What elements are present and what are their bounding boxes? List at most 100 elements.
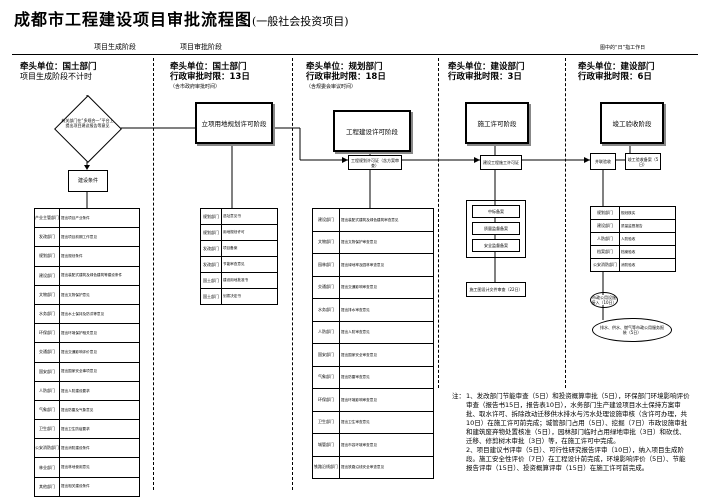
dept-row: 水务部门提出水土保持及防洪等意见	[35, 304, 139, 325]
note-2: 2、项目建议书评审（5日）、可行性研究报告评审（10日），纳入项目生成阶段。施工…	[466, 446, 686, 472]
dept-task: 项目备案	[223, 246, 238, 251]
dept-task: 提出环境保护相关意见	[61, 330, 97, 335]
dept-task: 节能审查意见	[223, 262, 245, 267]
column-head-5: 牵头单位：建设部门 行政审批时限：6日	[578, 62, 655, 82]
dept-row: 规划部门规划核实	[591, 207, 675, 220]
dept-task: 提出国家安全事项意见	[61, 369, 97, 374]
dept-row: 国安部门提出国家安全事项意见	[35, 362, 139, 382]
dept-row: 国土部门建设用地批准书	[201, 273, 277, 289]
dept-row: 气象部门提出防雷审查意见	[313, 366, 433, 389]
dept-row: 交通部门提出交通影响审查意见	[313, 276, 433, 299]
planning-permit-box: 工程规划许可证（含方案审查）	[348, 155, 402, 170]
column-divider-2	[292, 58, 293, 490]
dept-task: 提出规划条件	[61, 254, 83, 259]
dept-name: 产业主管部门	[35, 209, 60, 228]
dept-row: 档案部门档案验收	[591, 246, 675, 259]
dept-row: 公安消防部门提出消防建设条件	[35, 439, 139, 459]
dept-task: 提出装配式建筑及绿色建筑等建设条件	[61, 273, 123, 278]
dept-row: 环保部门提出环境影响审查意见	[313, 389, 433, 412]
column-head-4: 牵头单位：建设部门 行政审批时限：3日	[448, 62, 525, 82]
notes-label: 注：	[452, 392, 465, 400]
dept-name: 国安部门	[313, 344, 340, 366]
dept-task: 提出国家安全审查意见	[341, 352, 377, 357]
dept-task: 提出防雷及气象意见	[61, 407, 94, 412]
dept-row: 规划部门用地规划许可	[201, 225, 277, 241]
column-2-lead: 牵头单位：国土部门	[170, 62, 247, 72]
dept-task: 提出交通影响评价意见	[61, 350, 97, 355]
dept-task: 提出卫生审查意见	[341, 420, 370, 424]
stage-box-completion: 竣工验收阶段	[600, 102, 664, 144]
dept-task: 用地规划许可	[223, 230, 245, 235]
dept-row: 文物部门提出文物保护审查意见	[313, 231, 433, 254]
column-head-2: 牵头单位：国土部门 行政审批时限：13日 （含市政府审批时间）	[170, 62, 250, 92]
dept-name: 水务部门	[313, 299, 340, 321]
title-main: 成都市工程建设项目审批流程图	[14, 10, 253, 29]
dept-name: 发改部门	[35, 228, 60, 247]
dept-task: 划拨决定书	[223, 294, 241, 299]
dept-name: 国土部门	[201, 289, 222, 304]
workday-note: 图中的“日”指工作日	[600, 45, 646, 51]
dept-name: 规划部门	[201, 225, 222, 240]
dept-row: 卫生部门提出卫生防疫要求	[35, 420, 139, 440]
header-rule	[12, 54, 698, 55]
dept-name: 环保部门	[313, 389, 340, 411]
quality-filing-box: 质量监督备案	[472, 222, 520, 235]
dept-task: 提出项目产业条件	[61, 215, 90, 220]
column-2-dept-table: 规划部门选址意见书规划部门用地规划许可发改部门项目备案发改部门节能审查意见国土部…	[200, 208, 278, 305]
dept-task: 提出装配式建筑及绿色建筑审查意见	[341, 217, 399, 222]
dept-name: 其他部门	[35, 477, 60, 496]
dept-name: 规划部门	[591, 207, 620, 219]
dept-task: 消防验收	[621, 262, 636, 267]
stage-label-approval: 项目审批阶段	[180, 43, 222, 51]
column-1-limit: 项目生成阶段不计时	[20, 72, 92, 81]
dept-task: 提出市容环境审查意见	[341, 442, 377, 447]
dept-task: 提出卫生防疫要求	[61, 426, 90, 431]
utility-service-oval: 排水、供水、燃气等市政公用服务报装（5日）	[592, 318, 672, 342]
dept-name: 规划部门	[35, 247, 60, 266]
dept-task: 提出相关建设条件	[61, 484, 90, 489]
safety-filing-box: 安全监督备案	[472, 239, 520, 252]
dept-name: 公安消防部门	[591, 259, 620, 271]
column-4-limit: 行政审批时限：3日	[448, 72, 522, 82]
filing-group	[466, 200, 526, 258]
column-head-3: 牵头单位：规划部门 行政审批时限：18日 （含规委会审议时间）	[306, 62, 386, 92]
column-3-extra: （含规委会审议时间）	[306, 84, 357, 90]
dept-row: 城管部门提出市容环境审查意见	[313, 434, 433, 457]
dept-name: 园林部门	[313, 254, 340, 276]
column-2-limit: 行政审批时限：13日	[170, 72, 250, 82]
dept-name: 气象部门	[313, 366, 340, 388]
dept-row: 环保部门提出环境保护相关意见	[35, 324, 139, 344]
note-1: 1、发改部门节能审查（5日）和投资概算审批（5日），环保部门环境影响评价审查（报…	[466, 392, 690, 445]
dept-name: 林业部门	[35, 458, 60, 477]
dept-task: 提出项目前期工作意见	[61, 235, 97, 240]
dept-task: 质量监督报告	[621, 223, 643, 228]
completion-filing-box: 竣工验收备案（5日）	[625, 153, 661, 170]
dept-name: 建设部门	[313, 209, 340, 231]
column-divider-4	[565, 58, 566, 388]
dept-name: 发改部门	[201, 257, 222, 272]
dept-task: 提出文物保护意见	[61, 292, 90, 297]
drawing-review-box: 施工图设计文件审查（22日）	[466, 282, 526, 297]
dept-row: 国土部门划拨决定书	[201, 289, 277, 304]
dept-name: 气象部门	[35, 400, 60, 420]
dept-row: 园林部门提出绿地率及园林审查意见	[313, 254, 433, 277]
notes-block: 注： 1、发改部门节能审查（5日）和投资概算审批（5日），环保部门环境影响评价审…	[452, 392, 692, 473]
dept-name: 环保部门	[35, 324, 60, 343]
joint-acceptance-box: 并联验收	[590, 153, 616, 170]
bid-filing-box: 中标备案	[472, 205, 520, 218]
dept-name: 国土部门	[201, 273, 222, 288]
dept-task: 提出铁路沿线安全审查意见	[341, 465, 385, 469]
dept-name: 人防部门	[591, 233, 620, 245]
dept-name: 铁路沿线部门	[313, 456, 340, 478]
stage-box-land-planning: 立项用地规划许可阶段	[195, 102, 273, 144]
dept-row: 公安消防部门消防验收	[591, 259, 675, 271]
dept-row: 交通部门提出交通影响评价意见	[35, 343, 139, 363]
dept-name: 交通部门	[313, 276, 340, 298]
column-3-limit: 行政审批时限：18日	[306, 72, 386, 82]
dept-task: 选址意见书	[223, 214, 241, 219]
dept-name: 交通部门	[35, 343, 60, 362]
dept-task: 提出排水审查意见	[341, 307, 370, 312]
dept-task: 提出交通影响审查意见	[341, 285, 377, 289]
column-head-1: 牵头单位：国土部门 项目生成阶段不计时	[20, 62, 97, 82]
column-divider-1	[153, 58, 154, 490]
